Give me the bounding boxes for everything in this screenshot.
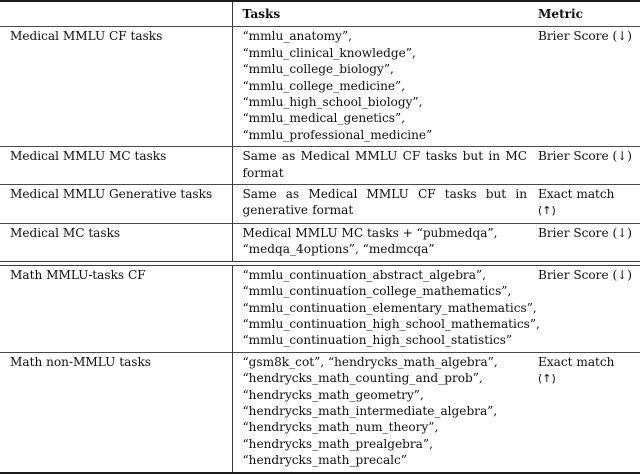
- metric-word: match: [576, 354, 615, 369]
- task-item: “hendrycks_math_prealgebra”,: [242, 436, 433, 451]
- metric-value: Brier Score (↓): [538, 29, 633, 44]
- task-item: “mmlu_continuation_high_school_mathemati…: [242, 316, 540, 331]
- table-bottom-rule: [0, 471, 640, 474]
- task-item: “mmlu_continuation_elementary_mathematic…: [242, 300, 537, 315]
- row-tasks: “mmlu_anatomy”, “mmlu_clinical_knowledge…: [231, 27, 535, 147]
- row-label: Medical MC tasks: [10, 225, 121, 240]
- task-item: “mmlu_continuation_college_mathematics”,: [242, 284, 512, 299]
- metric-value: Exact match: [538, 354, 636, 370]
- row-label: Math MMLU-tasks CF: [10, 267, 146, 282]
- row-metric: Exact match (↑): [535, 353, 640, 473]
- task-item: “mmlu_clinical_knowledge”,: [242, 45, 416, 60]
- task-item: “mmlu_professional_medicine”: [242, 127, 433, 142]
- metric-direction-arrow: (↑): [538, 372, 556, 386]
- column-header-tasks: Tasks: [231, 2, 535, 27]
- row-metric: Brier Score (↓): [535, 147, 640, 184]
- task-item: “mmlu_continuation_high_school_statistic…: [242, 333, 513, 348]
- metric-word: Exact: [538, 187, 573, 202]
- section-separator-double-rule: [0, 260, 640, 266]
- task-item: “hendrycks_math_precalc”: [242, 453, 408, 468]
- column-header-metric: Metric: [538, 7, 583, 21]
- task-item: “mmlu_continuation_abstract_algebra”,: [242, 267, 486, 282]
- header-separator-rule: [0, 26, 640, 28]
- task-item: “gsm8k_cot”, “hendrycks_math_algebra”,: [242, 354, 498, 369]
- row-separator-rule: [0, 351, 640, 353]
- task-description: Same as Medical MMLU CF tasks but in gen…: [242, 187, 528, 218]
- row-label: Math non-MMLU tasks: [10, 354, 152, 369]
- task-item: “mmlu_medical_genetics”,: [242, 111, 406, 126]
- row-label: Medical MMLU Generative tasks: [10, 187, 213, 202]
- metric-direction-arrow: (↑): [538, 204, 556, 218]
- row-label: Medical MMLU CF tasks: [10, 29, 163, 44]
- metric-word: Exact: [538, 354, 573, 369]
- row-label: Medical MMLU MC tasks: [10, 149, 167, 164]
- metric-word: match: [576, 187, 615, 202]
- row-tasks: “mmlu_continuation_abstract_algebra”, “m…: [231, 265, 540, 353]
- task-description: Same as Medical MMLU CF tasks but in MC …: [242, 149, 528, 180]
- row-separator-rule: [0, 184, 640, 186]
- row-metric: Brier Score (↓): [535, 265, 640, 352]
- row-metric: Brier Score (↓): [535, 224, 640, 261]
- task-item: “hendrycks_math_geometry”,: [242, 387, 424, 402]
- task-item: “mmlu_college_medicine”,: [242, 78, 406, 93]
- task-item: “hendrycks_math_intermediate_algebra”,: [242, 403, 498, 418]
- task-item: “medqa_4options”, “medmcqa”: [242, 242, 435, 257]
- task-item: “hendrycks_math_counting_and_prob”,: [242, 371, 483, 386]
- table-row: Math non-MMLU tasks “gsm8k_cot”, “hendry…: [0, 352, 640, 473]
- row-metric: Exact match (↑): [535, 185, 640, 223]
- metric-value: Brier Score (↓): [538, 225, 633, 240]
- table-header-row: Tasks Metric: [0, 2, 640, 27]
- table-row: Math MMLU-tasks CF “mmlu_continuation_ab…: [0, 265, 640, 353]
- column-header-group: [0, 2, 232, 27]
- row-separator-rule: [0, 223, 640, 224]
- task-item: “hendrycks_math_num_theory”,: [242, 420, 439, 435]
- metric-value: Exact match: [538, 186, 636, 202]
- table-row: Medical MC tasks Medical MMLU MC tasks +…: [0, 223, 640, 262]
- task-item: Medical MMLU MC tasks + “pubmedqa”,: [242, 225, 498, 240]
- table-row: Medical MMLU Generative tasks Same as Me…: [0, 185, 640, 224]
- table-row: Medical MMLU MC tasks Same as Medical MM…: [0, 147, 640, 185]
- row-tasks: Same as Medical MMLU CF tasks but in MC …: [231, 147, 535, 185]
- row-metric: Brier Score (↓): [535, 27, 640, 146]
- table-row: Medical MMLU CF tasks “mmlu_anatomy”, “m…: [0, 27, 640, 147]
- metric-value: Brier Score (↓): [538, 267, 633, 282]
- row-separator-rule: [0, 146, 640, 148]
- row-tasks: Same as Medical MMLU CF tasks but in gen…: [231, 185, 535, 224]
- task-item: “mmlu_high_school_biology”,: [242, 95, 423, 110]
- row-tasks: Medical MMLU MC tasks + “pubmedqa”, “med…: [231, 223, 535, 262]
- task-item: “mmlu_anatomy”,: [242, 29, 353, 44]
- metric-value: Brier Score (↓): [538, 149, 633, 164]
- task-item: “mmlu_college_biology”,: [242, 62, 394, 77]
- row-tasks: “gsm8k_cot”, “hendrycks_math_algebra”, “…: [231, 352, 535, 473]
